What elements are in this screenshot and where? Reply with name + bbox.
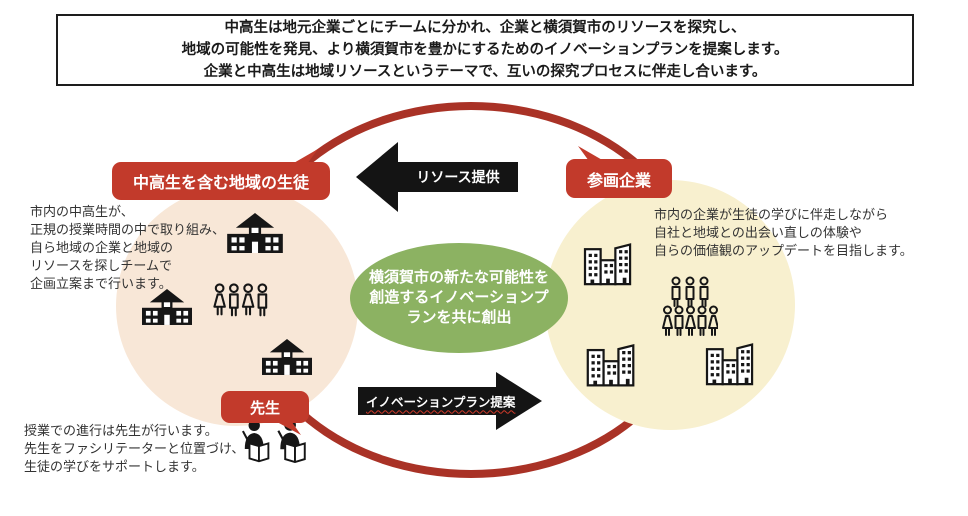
- company-description: 市内の企業が生徒の学びに伴走しながら 自社と地域との出会い直しの体験や 自らの価…: [654, 206, 913, 260]
- students-label-bubble: 中高生を含む地域の生徒: [112, 149, 330, 200]
- goal-line-1: 横須賀市の新たな可能性を: [368, 269, 549, 286]
- teacher-desc-line: 生徒の学びをサポートします。: [24, 459, 205, 474]
- teacher-with-book-icon: [276, 418, 312, 463]
- company-label-bubble: 参画企業: [566, 146, 672, 198]
- goal-line-3: ランを共に創出: [406, 309, 512, 326]
- students-group-icon: [212, 283, 270, 321]
- school-building-icon: [142, 287, 192, 327]
- teacher-label-bubble: 先生: [221, 391, 309, 435]
- company-circle: [545, 180, 795, 430]
- teacher-with-book-icon: [241, 418, 275, 463]
- school-building-icon: [262, 338, 312, 376]
- teacher-desc-line: 授業での進行は先生が行います。: [24, 423, 218, 438]
- students-desc-line: 正規の授業時間の中で取り組み、: [30, 222, 226, 237]
- resource-arrow: リソース提供: [356, 142, 518, 212]
- office-buildings-icon: [585, 340, 637, 388]
- header-line-2: 地域の可能性を発見、より横須賀市を豊かにするためのイノベーションプランを提案しま…: [181, 42, 789, 58]
- company-desc-line: 自社と地域との出会い直しの体験や: [654, 225, 862, 240]
- students-desc-line: リソースを探しチームで: [30, 258, 172, 273]
- students-desc-line: 市内の中高生が、: [30, 204, 134, 219]
- header-summary-box: 中高生は地元企業ごとにチームに分かれ、企業と横須賀市のリソースを探究し、 地域の…: [56, 14, 914, 86]
- students-desc-line: 自ら地域の企業と地域の: [30, 240, 174, 255]
- teacher-desc-line: 先生をファシリテーターと位置づけ、: [24, 441, 245, 456]
- students-label: 中高生を含む地域の生徒: [132, 175, 309, 192]
- school-building-icon: [227, 213, 283, 253]
- shared-goal-ellipse: 横須賀市の新たな可能性を 創造するイノベーションプ ランを共に創出: [350, 243, 568, 353]
- header-line-1: 中高生は地元企業ごとにチームに分かれ、企業と横須賀市のリソースを探究し、: [224, 20, 746, 36]
- right-arrow-icon: [358, 372, 542, 430]
- header-line-3: 企業と中高生は地域リソースというテーマで、互いの探究プロセスに伴走し合います。: [203, 64, 767, 80]
- teacher-label: 先生: [249, 399, 280, 417]
- company-desc-line: 自らの価値観のアップデートを目指します。: [654, 243, 913, 258]
- company-label: 参画企業: [586, 172, 651, 190]
- plan-arrow: イノベーションプラン提案: [358, 372, 542, 430]
- resource-arrow-label: リソース提供: [416, 169, 500, 185]
- company-desc-line: 市内の企業が生徒の学びに伴走しながら: [654, 207, 889, 222]
- office-buildings-icon: [582, 240, 634, 286]
- teacher-description: 授業での進行は先生が行います。 先生をファシリテーターと位置づけ、 生徒の学びを…: [24, 422, 244, 476]
- left-arrow-icon: [356, 142, 518, 212]
- students-description: 市内の中高生が、 正規の授業時間の中で取り組み、 自ら地域の企業と地域の リソー…: [30, 203, 225, 293]
- office-buildings-icon: [704, 340, 756, 386]
- students-desc-line: 企画立案まで行います。: [30, 276, 172, 291]
- plan-arrow-label: イノベーションプラン提案: [366, 395, 516, 410]
- employees-group-icon: [662, 276, 718, 338]
- goal-line-2: 創造するイノベーションプ: [369, 289, 549, 306]
